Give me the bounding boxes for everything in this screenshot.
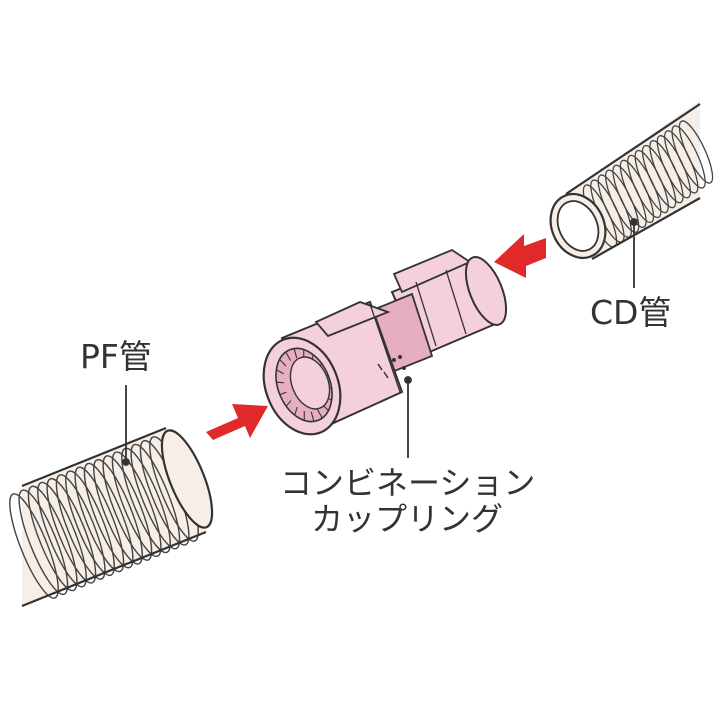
- coupling-label-line1: コンビネーション: [280, 464, 535, 502]
- pipe-rib: [55, 474, 106, 580]
- pipe-rib: [18, 489, 69, 596]
- coupling-tooth: [294, 406, 298, 416]
- pipe-rib: [130, 443, 181, 550]
- insert-arrow-left: [206, 404, 268, 440]
- coupling-tooth: [285, 400, 292, 407]
- pipe-rib: [93, 458, 143, 565]
- pf-pipe: [9, 426, 214, 608]
- coupling-tooth: [293, 348, 298, 359]
- cd-pipe-label: CD管: [590, 293, 671, 332]
- coupling-tooth: [310, 411, 315, 422]
- coupling-tooth: [316, 409, 323, 419]
- pf-pipe-label: PF管: [80, 337, 152, 376]
- pipe-rib: [65, 470, 115, 577]
- coupling-tooth: [279, 358, 287, 367]
- coupling-tooth: [276, 381, 284, 384]
- leader-lines: [122, 218, 638, 466]
- pipe-rib: [678, 120, 714, 184]
- pipe-rib: [37, 481, 87, 588]
- cd-pipe: [549, 100, 714, 260]
- pipe-rib: [83, 462, 134, 569]
- combination-coupling: [262, 248, 508, 436]
- pipe-rib: [121, 447, 171, 554]
- coupling-tooth: [276, 369, 285, 375]
- pipe-rib: [671, 125, 706, 189]
- coupling-label-line2: カップリング: [311, 500, 503, 538]
- insert-arrow-right: [494, 234, 546, 278]
- pipe-rib: [27, 485, 78, 592]
- pipe-rib: [111, 451, 162, 558]
- coupling-tooth: [279, 391, 287, 396]
- coupling-tooth: [285, 351, 292, 361]
- pipe-rib: [46, 477, 97, 584]
- pipe-rib: [102, 455, 153, 561]
- pipe-rib: [74, 466, 125, 573]
- pipe-rib: [9, 493, 59, 599]
